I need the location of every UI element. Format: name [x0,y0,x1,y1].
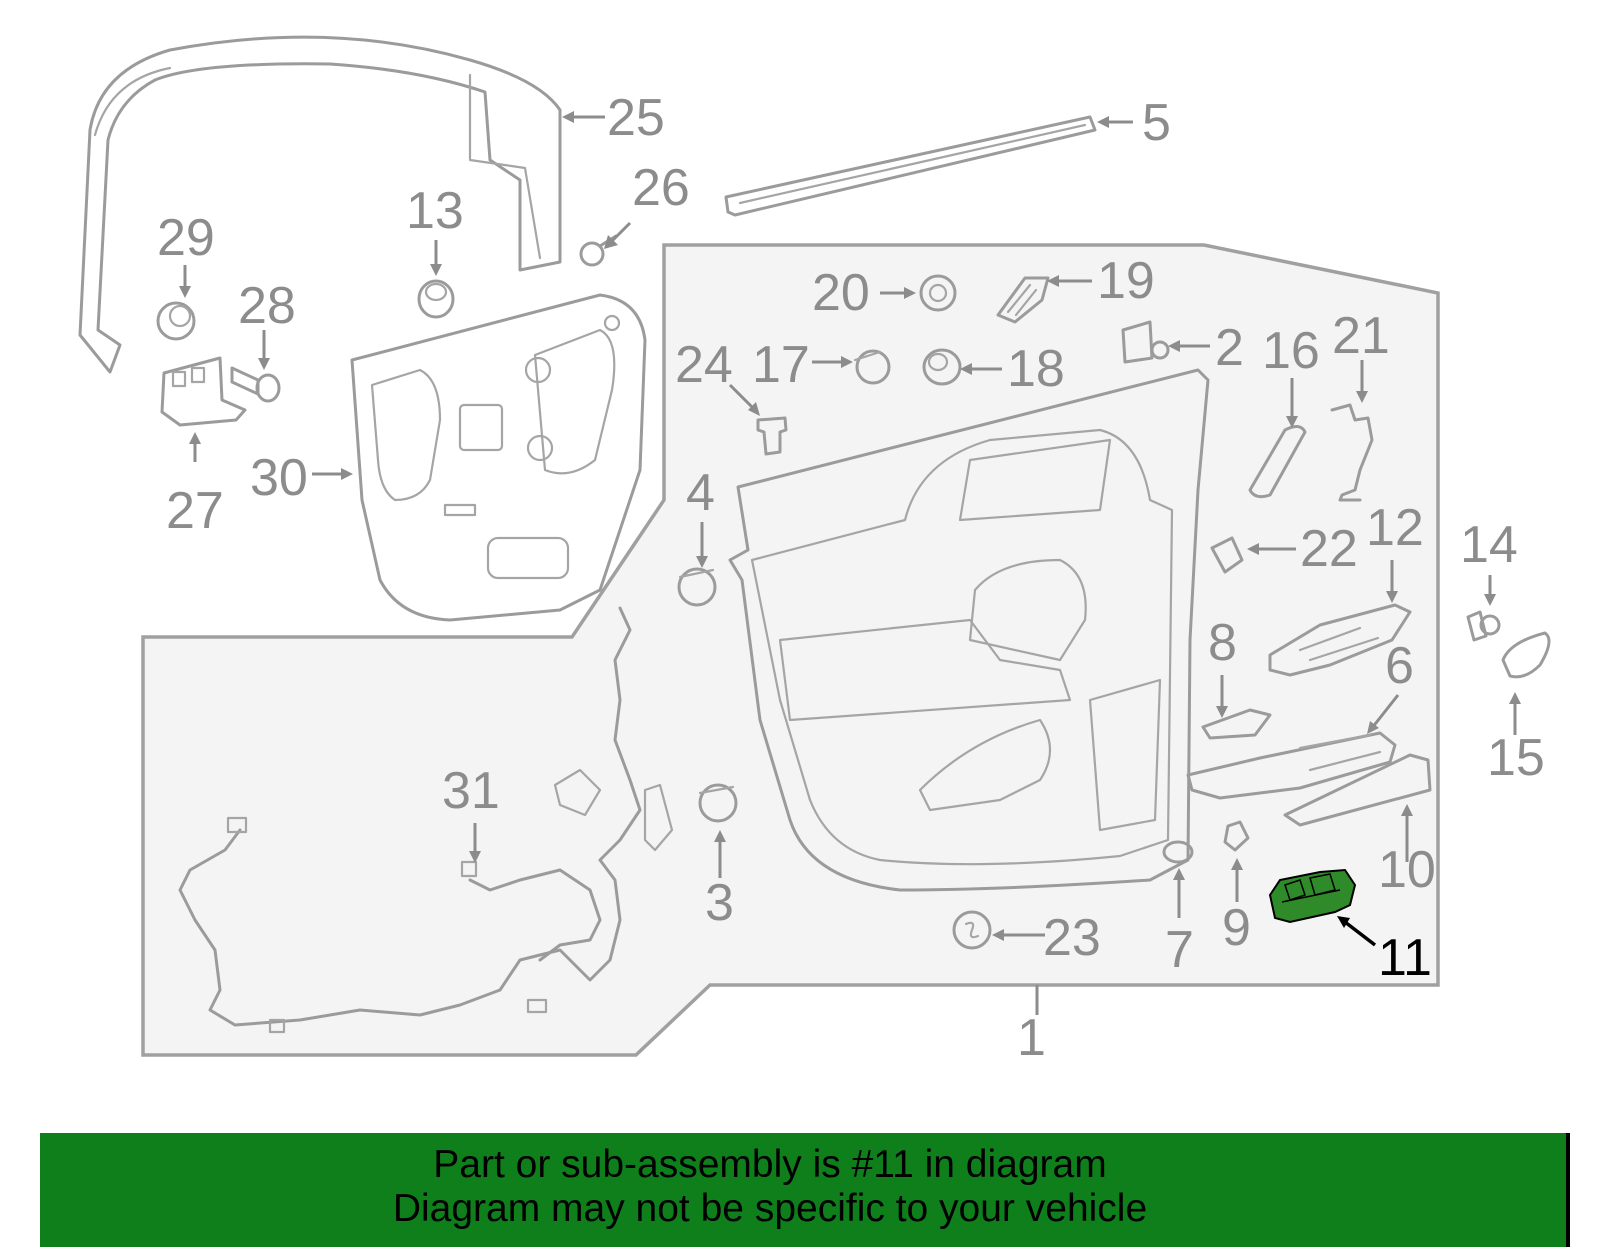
part-3-clip[interactable] [698,783,738,823]
callout-16: 16 [1262,322,1320,380]
callout-8: 8 [1208,614,1237,672]
callout-15: 15 [1487,729,1545,787]
callout-31: 31 [442,762,500,820]
part-25-frame-molding[interactable] [78,35,562,374]
part-22-fastener[interactable] [1210,536,1244,574]
part-28-bolt[interactable] [230,366,281,403]
callout-28: 28 [238,277,296,335]
callout-13: 13 [406,182,464,240]
callout-5: 5 [1142,94,1171,152]
part-23-plug[interactable] [952,910,992,950]
callout-1: 1 [1017,1009,1046,1067]
part-18-fastener[interactable] [922,348,962,386]
part-2-clip[interactable] [1121,320,1170,364]
callout-25: 25 [607,89,665,147]
callout-labels: 1 2 3 4 5 6 7 8 9 10 11 12 13 14 15 16 1… [157,89,1545,1067]
callout-24: 24 [675,336,733,394]
banner-disclaimer: Diagram may not be specific to your vehi… [392,1187,1148,1230]
info-banner: Part or sub-assembly is #11 in diagram D… [40,1133,1570,1247]
callout-26: 26 [632,159,690,217]
callout-3: 3 [705,874,734,932]
callout-11: 11 [1378,929,1432,987]
door-trim-panel[interactable] [728,368,1210,892]
callout-4: 4 [686,464,715,522]
banner-part-note: Part or sub-assembly is #11 in diagram [433,1143,1107,1186]
part-24-retainer[interactable] [756,416,788,456]
part-31-wire-harness[interactable] [178,606,674,1034]
callout-10: 10 [1378,841,1436,899]
callout-19: 19 [1097,252,1155,310]
callout-14: 14 [1460,516,1518,574]
callout-27: 27 [166,482,224,540]
callout-22: 22 [1300,520,1358,578]
part-20-grommet[interactable] [919,274,957,312]
part-11-window-switch[interactable] [1268,868,1357,924]
part-13-grommet[interactable] [417,279,455,319]
part-21-harness[interactable] [1330,403,1374,502]
part-5-belt-strip[interactable] [724,115,1097,217]
callout-23: 23 [1043,909,1101,967]
callout-18: 18 [1007,340,1065,398]
part-6-armrest[interactable] [1186,731,1397,800]
part-10-trim[interactable] [1283,753,1432,827]
callout-21: 21 [1332,307,1390,365]
part-17-fastener[interactable] [853,349,891,385]
part-4-clip[interactable] [677,567,717,607]
part-12-pull-handle[interactable] [1268,603,1412,677]
part-27-bracket[interactable] [160,356,247,427]
callout-17: 17 [752,336,810,394]
callout-20: 20 [812,264,870,322]
part-19-bezel[interactable] [996,276,1050,324]
callout-7: 7 [1165,921,1194,979]
part-9-clip[interactable] [1223,820,1250,852]
part-16-bezel[interactable] [1248,425,1307,499]
callout-9: 9 [1222,899,1251,957]
callout-29: 29 [157,209,215,267]
callout-30: 30 [250,449,308,507]
callout-6: 6 [1385,637,1414,695]
part-15-cap[interactable] [1501,631,1551,679]
callout-2: 2 [1215,319,1244,377]
part-14-bolt[interactable] [1466,610,1501,642]
leader-lines [179,111,1521,1015]
callout-12: 12 [1366,499,1424,557]
door-trim-assembly-panel [141,243,1440,1057]
part-7-clip[interactable] [1162,840,1194,864]
part-30-deflector[interactable] [350,293,647,622]
part-29-bushing[interactable] [156,301,196,341]
part-8-cover[interactable] [1201,708,1272,740]
